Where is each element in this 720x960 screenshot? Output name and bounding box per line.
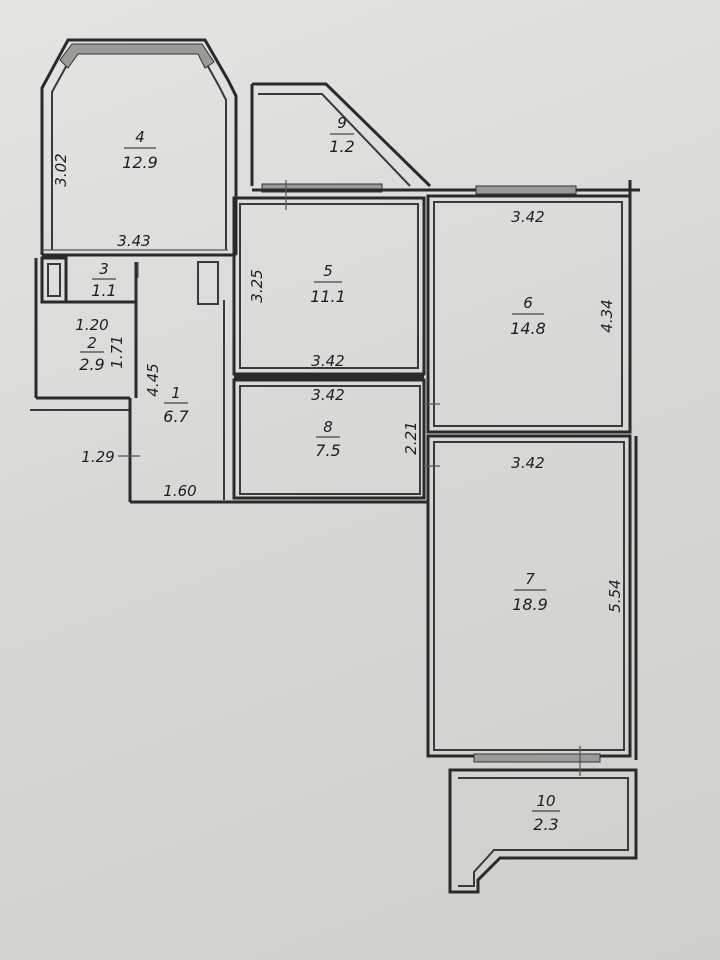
dimension-3-02: 3.02 [52, 153, 70, 186]
room-6-number: 6 [523, 294, 533, 312]
dimension-3-42-room8: 3.42 [311, 386, 344, 404]
room-4-walls [40, 38, 238, 257]
room-4-area: 12.9 [122, 153, 158, 172]
room-5-8-walls [230, 196, 428, 504]
room-7-walls [426, 434, 638, 763]
room-4-number: 4 [135, 128, 145, 146]
room-9-label: 9 1.2 [329, 114, 354, 156]
dimension-4-45: 4.45 [144, 363, 162, 396]
dimension-1-71: 1.71 [108, 335, 126, 368]
room-10-walls [448, 768, 638, 894]
room-3-label: 3 1.1 [91, 260, 116, 300]
dimension-1-29: 1.29 [81, 448, 114, 466]
room-9-number: 9 [337, 114, 347, 132]
room-8-area: 7.5 [315, 441, 340, 460]
room-10-number: 10 [536, 792, 555, 810]
room-9-walls [250, 82, 640, 193]
room-2-label: 1.20 2 2.9 1.71 [75, 316, 126, 374]
room-3-area: 1.1 [91, 281, 116, 300]
room-7-area: 18.9 [512, 595, 548, 614]
room-1-number: 1 [171, 384, 181, 402]
dimension-3-42-room7: 3.42 [511, 454, 544, 472]
room-8-number: 8 [323, 418, 333, 436]
dimension-3-25: 3.25 [248, 269, 266, 302]
room-7-number: 7 [525, 570, 535, 588]
room-6-area: 14.8 [510, 319, 546, 338]
room-6-walls [426, 180, 632, 434]
room-6-label: 6 14.8 [510, 294, 546, 338]
room-5-area: 11.1 [310, 287, 346, 306]
room-1-area: 6.7 [163, 407, 189, 426]
room-10-area: 2.3 [533, 815, 558, 834]
room-3-number: 3 [99, 260, 109, 278]
dimension-1-60: 1.60 [163, 482, 196, 500]
room-2-number: 2 [87, 334, 97, 352]
room-1-walls [128, 300, 230, 504]
room-3-2-walls [30, 256, 219, 411]
room-10-label: 10 2.3 [532, 792, 560, 834]
dimension-5-54: 5.54 [606, 579, 624, 612]
room-5-number: 5 [323, 262, 333, 280]
dimension-3-43: 3.43 [117, 232, 150, 250]
room-7-label: 7 18.9 [512, 570, 548, 614]
room-8-label: 8 7.5 [315, 418, 340, 460]
dimension-1-20: 1.20 [75, 316, 108, 334]
dimension-2-21: 2.21 [402, 421, 420, 454]
room-5-label: 5 11.1 [310, 262, 346, 306]
room-9-area: 1.2 [329, 137, 354, 156]
door-ticks [118, 180, 581, 776]
dimension-3-42-room5: 3.42 [311, 352, 344, 370]
room-1-label: 1 6.7 4.45 [144, 363, 190, 426]
room-2-area: 2.9 [79, 355, 104, 374]
room-4-label: 4 12.9 [122, 128, 158, 172]
dimension-3-42-room6: 3.42 [511, 208, 544, 226]
dimension-4-34: 4.34 [598, 299, 616, 332]
